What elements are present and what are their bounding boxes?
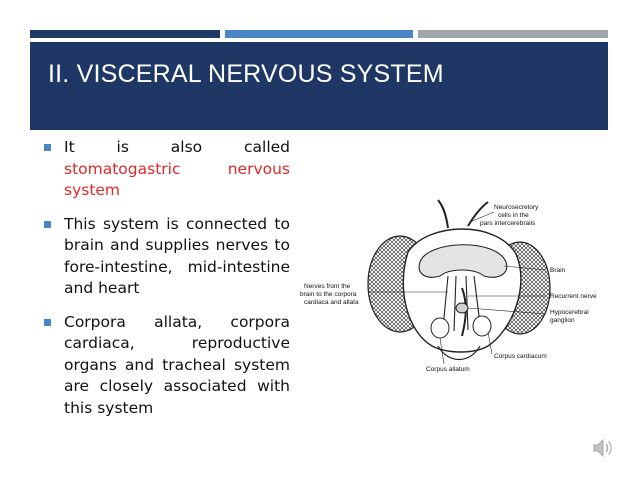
corpus-cardiacum (472, 315, 492, 337)
accent-bar-dark (30, 30, 220, 38)
leader-allatum (439, 337, 445, 365)
antenna-left (437, 199, 449, 229)
leader-cardiacum (487, 331, 493, 355)
insect-head-diagram: Neurosecretory cells in the pars interce… (298, 196, 610, 378)
label-nerves-2: brain to the corpora (300, 291, 357, 298)
brain-shape (418, 244, 508, 278)
leader-hypocerebral (467, 307, 547, 315)
bullet-list: It is also called stomatogastric nervous… (44, 137, 290, 431)
label-hypocerebral-1: Hypocerebral (550, 309, 589, 316)
label-neurosecretory-3: pars intercerebralis (480, 220, 536, 227)
title-band: II. VISCERAL NERVOUS SYSTEM (30, 42, 608, 130)
bullet-1-lead: It is also called (64, 138, 290, 156)
bullet-item-3: Corpora allata, corpora cardiaca, reprod… (44, 312, 290, 420)
antenna-right (467, 201, 489, 227)
corpus-allatum (430, 317, 450, 339)
nerve-bundle (442, 275, 481, 332)
label-neurosecretory-2: cells in the (498, 212, 529, 219)
speaker-icon[interactable] (591, 436, 615, 460)
leader-neurosecretory (469, 211, 495, 223)
bullet-3-text: Corpora allata, corpora cardiaca, reprod… (64, 312, 290, 417)
label-hypocerebral-2: ganglion (550, 317, 575, 324)
bullet-marker (44, 144, 51, 151)
diagram-svg: Neurosecretory cells in the pars interce… (300, 199, 597, 373)
leader-brain (503, 265, 547, 271)
label-nerves-1: Nerves from the (304, 283, 351, 290)
hypocerebral-ganglion (455, 302, 469, 314)
label-neurosecretory-1: Neurosecretory (494, 204, 539, 211)
bullet-2-text: This system is connected to brain and su… (64, 214, 290, 298)
label-brain: Brain (550, 267, 566, 274)
bullet-item-2: This system is connected to brain and su… (44, 214, 290, 300)
mouthparts (437, 345, 481, 361)
slide-title: II. VISCERAL NERVOUS SYSTEM (48, 60, 444, 88)
bullet-1-highlight: stomatogastric nervous system (64, 159, 290, 200)
label-nerves-3: cardiaca and allata (304, 299, 359, 306)
label-recurrent-nerve: Recurrent nerve (550, 293, 597, 300)
accent-bar-gray (418, 30, 608, 38)
bullet-marker (44, 318, 51, 326)
accent-bar-blue (225, 30, 413, 38)
top-accent-bars (30, 30, 608, 38)
bullet-marker (44, 220, 51, 228)
label-corpus-cardiacum: Corpus cardiacum (494, 353, 547, 360)
label-corpus-allatum: Corpus allatum (426, 366, 470, 373)
bullet-item-1: It is also called stomatogastric nervous… (44, 137, 290, 202)
